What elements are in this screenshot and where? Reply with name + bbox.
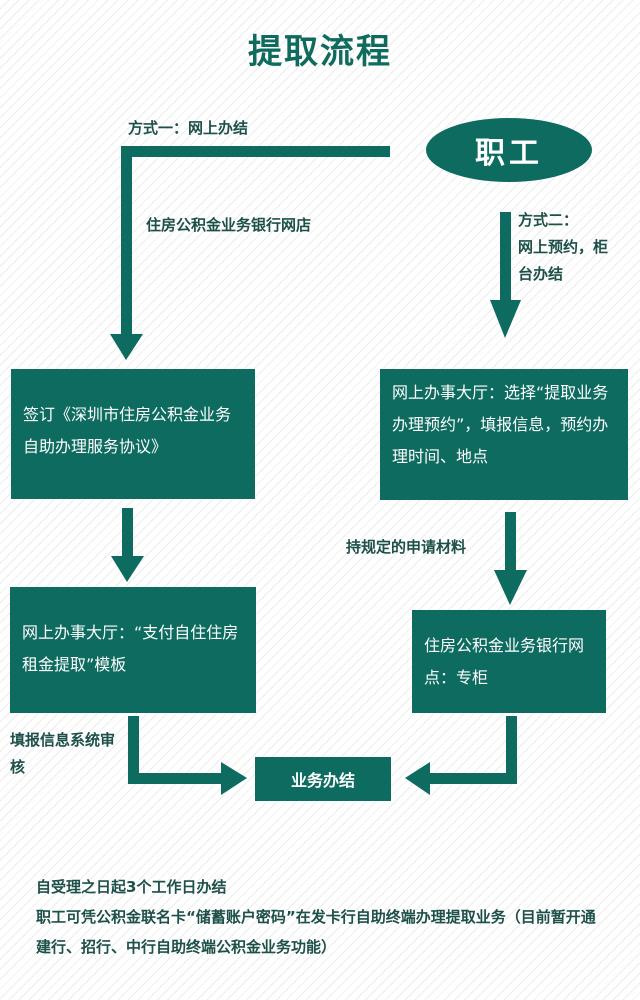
materials-label: 持规定的申请材料 [346,538,467,556]
start-node-employee: 职工 [426,118,592,182]
arrow-to-sign-box [110,334,143,360]
note-item: 自受理之日起3个工作日办结 [36,878,227,896]
note-item: 职工可凭公积金联名卡“储蓄账户密码”在发卡行自助终端办理提取业务（目前暂开通建行… [36,908,596,956]
connector-method2-vertical [500,212,511,302]
connector-method1-vertical [121,146,132,336]
diagram-title: 提取流程 [248,32,392,72]
box-bank-counter: 住房公积金业务银行网点：专柜 [412,610,606,713]
method2-label-line: 方式二： [518,211,579,229]
box-online-reservation: 网上办事大厅：选择“提取业务办理预约”，填报信息，预约办理时间、地点 [380,369,628,500]
connector-right-bottom-vertical [506,716,517,784]
arrow-to-counter-box [494,570,527,605]
connector-right-bottom-horizontal [428,773,517,784]
connector-left-middle [122,508,133,558]
method2-label-line: 网上预约，柜 [518,238,609,256]
arrow-to-online-reserve-box [490,300,521,338]
method1-label: 方式一：网上办结 [128,119,249,137]
review-label: 填报信息系统审核 [10,731,116,776]
arrow-right-to-done [405,762,430,795]
connector-method1-horizontal [121,146,390,157]
method2-label-line: 台办结 [518,265,564,283]
connector-right-middle [505,512,516,572]
method1-channel-label: 住房公积金业务银行网店 [146,216,312,234]
box-sign-agreement: 签订《深圳市住房公积金业务自助办理服务协议》 [11,369,255,499]
connector-left-bottom-vertical [128,716,139,784]
arrow-to-online-rent-box [111,556,144,582]
method2-label: 方式二： 网上预约，柜 台办结 [518,207,640,288]
connector-left-bottom-horizontal [128,773,223,784]
notes: 自受理之日起3个工作日办结 职工可凭公积金联名卡“储蓄账户密码”在发卡行自助终端… [36,872,606,962]
arrow-left-to-done [221,762,247,795]
box-online-rent-template: 网上办事大厅：“支付自住住房租金提取”模板 [10,587,256,713]
end-node-completed: 业务办结 [255,757,391,801]
